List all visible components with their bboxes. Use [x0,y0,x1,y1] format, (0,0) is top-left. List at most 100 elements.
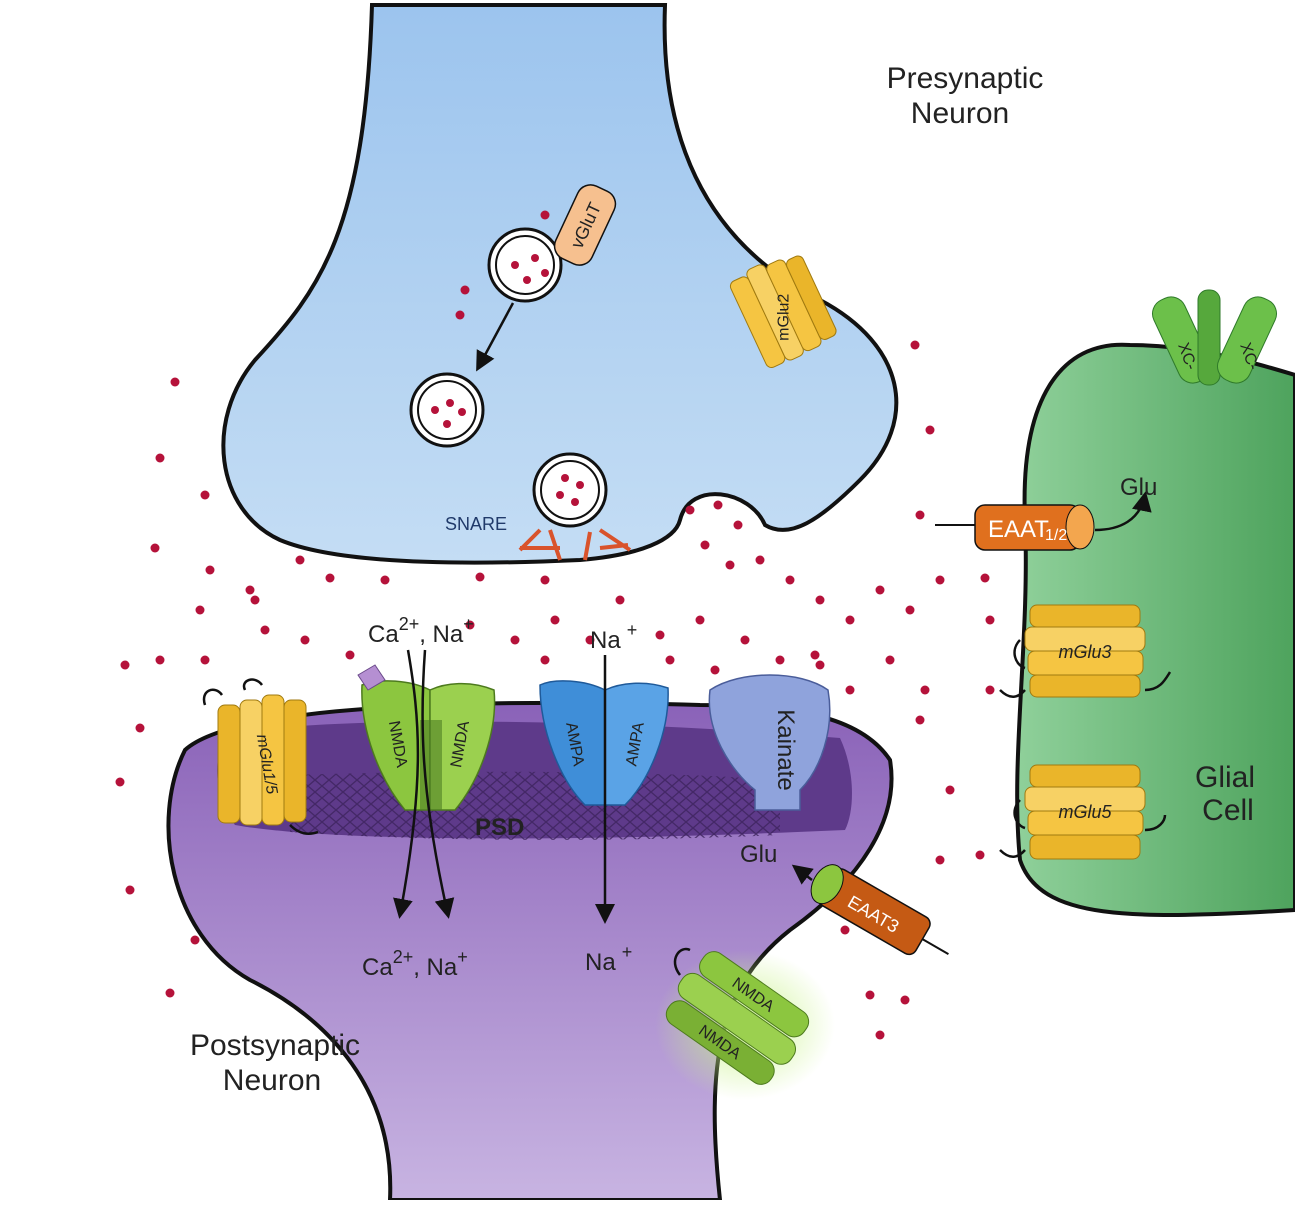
glutamate-dot [325,573,335,583]
glutamate-dot [915,510,925,520]
glutamate-dot [300,635,310,645]
glutamate-dot [540,655,550,665]
glial-label-line2: Cell [1202,794,1254,827]
glutamate-dot [120,660,130,670]
snare-label: SNARE [445,514,507,534]
glutamate-dot [865,990,875,1000]
glial-label-line1: Glial [1195,761,1255,794]
glutamate-dot [845,615,855,625]
mglu5-receptor: mGlu5 [999,764,1167,860]
glutamate-dot [740,635,750,645]
psd-label: PSD [475,814,524,841]
glutamate-dot [925,425,935,435]
glutamate-dot [460,285,470,295]
mglu2-label: mGlu2 [775,294,792,341]
glutamate-dot [615,595,625,605]
glutamate-dot [980,573,990,583]
vesicles [409,227,608,528]
postsynaptic-label-line2: Neuron [223,1064,321,1097]
glutamate-dot [190,935,200,945]
glutamate-dot [935,855,945,865]
glutamate-dot [875,585,885,595]
vesicle-middle [409,372,485,448]
ion-top-ca: Ca2+, Na+ [368,614,474,648]
vesicle-top [487,227,563,303]
glutamate-dot [475,572,485,582]
glutamate-dot [165,988,175,998]
presynaptic-label-line2: Neuron [911,97,1009,130]
glutamate-dot [465,620,475,630]
mglu3-receptor: mGlu3 [999,604,1172,698]
glutamate-dot [540,575,550,585]
glutamate-dot [195,605,205,615]
glutamate-dot [455,310,465,320]
glutamate-dot [815,595,825,605]
ion-labels: Ca2+, Na+ Na+ Ca2+, Na+ Na+ [362,614,637,981]
ion-bottom-ca: Ca2+, Na+ [362,947,468,981]
ion-arrows [393,649,615,924]
eaat12-label: EAAT [988,516,1049,543]
glu-post-label: Glu [740,841,777,868]
kainate-label: Kainate [772,709,799,790]
glutamate-dot [655,630,665,640]
glutamate-dot [985,615,995,625]
mglu3-label: mGlu3 [1058,642,1111,662]
glutamate-dot [345,650,355,660]
glutamate-dot [200,655,210,665]
glutamate-dot [845,685,855,695]
glutamate-dot [700,540,710,550]
glutamate-dot [710,665,720,675]
glutamate-dot [250,595,260,605]
glutamate-dot [550,615,560,625]
glutamate-dot [205,565,215,575]
glutamate-dot [810,650,820,660]
glutamate-dot [150,543,160,553]
mglu15-receptor: mGlu1/5 [202,678,319,835]
glutamate-molecules [115,210,995,1040]
glutamate-dot [900,995,910,1005]
glutamate-dot [985,685,995,695]
extrasynaptic-nmda: NMDA NMDA [655,947,835,1100]
eaat12-transporter: EAAT 1/2 Glu [935,474,1157,551]
glutamate-dot [245,585,255,595]
glutamate-dot [260,625,270,635]
glutamate-dot [155,453,165,463]
ion-bottom-na: Na+ [585,942,632,976]
glutamate-dot [380,575,390,585]
glutamate-dot [685,505,695,515]
glutamate-dot [733,520,743,530]
glutamate-dot [170,377,180,387]
glutamate-dot [713,500,723,510]
glutamate-dot [775,655,785,665]
eaat12-subscript: 1/2 [1045,527,1067,544]
glutamate-dot [815,660,825,670]
glutamate-dot [755,555,765,565]
snare-complex: SNARE [445,514,632,561]
xc-antiporter: XC- XC- [1152,289,1277,386]
glutamate-dot [905,605,915,615]
glutamate-dot [935,575,945,585]
glutamate-dot [840,925,850,935]
glutamate-dot [540,210,550,220]
glutamate-dot [665,655,675,665]
glutamate-dot [885,655,895,665]
glutamate-dot [975,850,985,860]
ampa-receptor: AMPA AMPA [539,680,669,806]
glutamate-dot [785,575,795,585]
eaat3-transporter: EAAT3 [810,864,949,956]
glutamate-dot [910,340,920,350]
ion-top-na: Na+ [590,620,637,654]
glutamate-dot [510,635,520,645]
mglu5-label: mGlu5 [1058,802,1112,822]
glutamate-dot [920,685,930,695]
glutamate-dot [875,1030,885,1040]
glutamate-dot [725,560,735,570]
glutamate-dot [115,777,125,787]
glutamate-dot [585,635,595,645]
kainate-receptor: Kainate [708,674,831,811]
glu-glial-label: Glu [1120,474,1157,501]
glutamate-dot [125,885,135,895]
presynaptic-label-line1: Presynaptic [887,62,1044,95]
